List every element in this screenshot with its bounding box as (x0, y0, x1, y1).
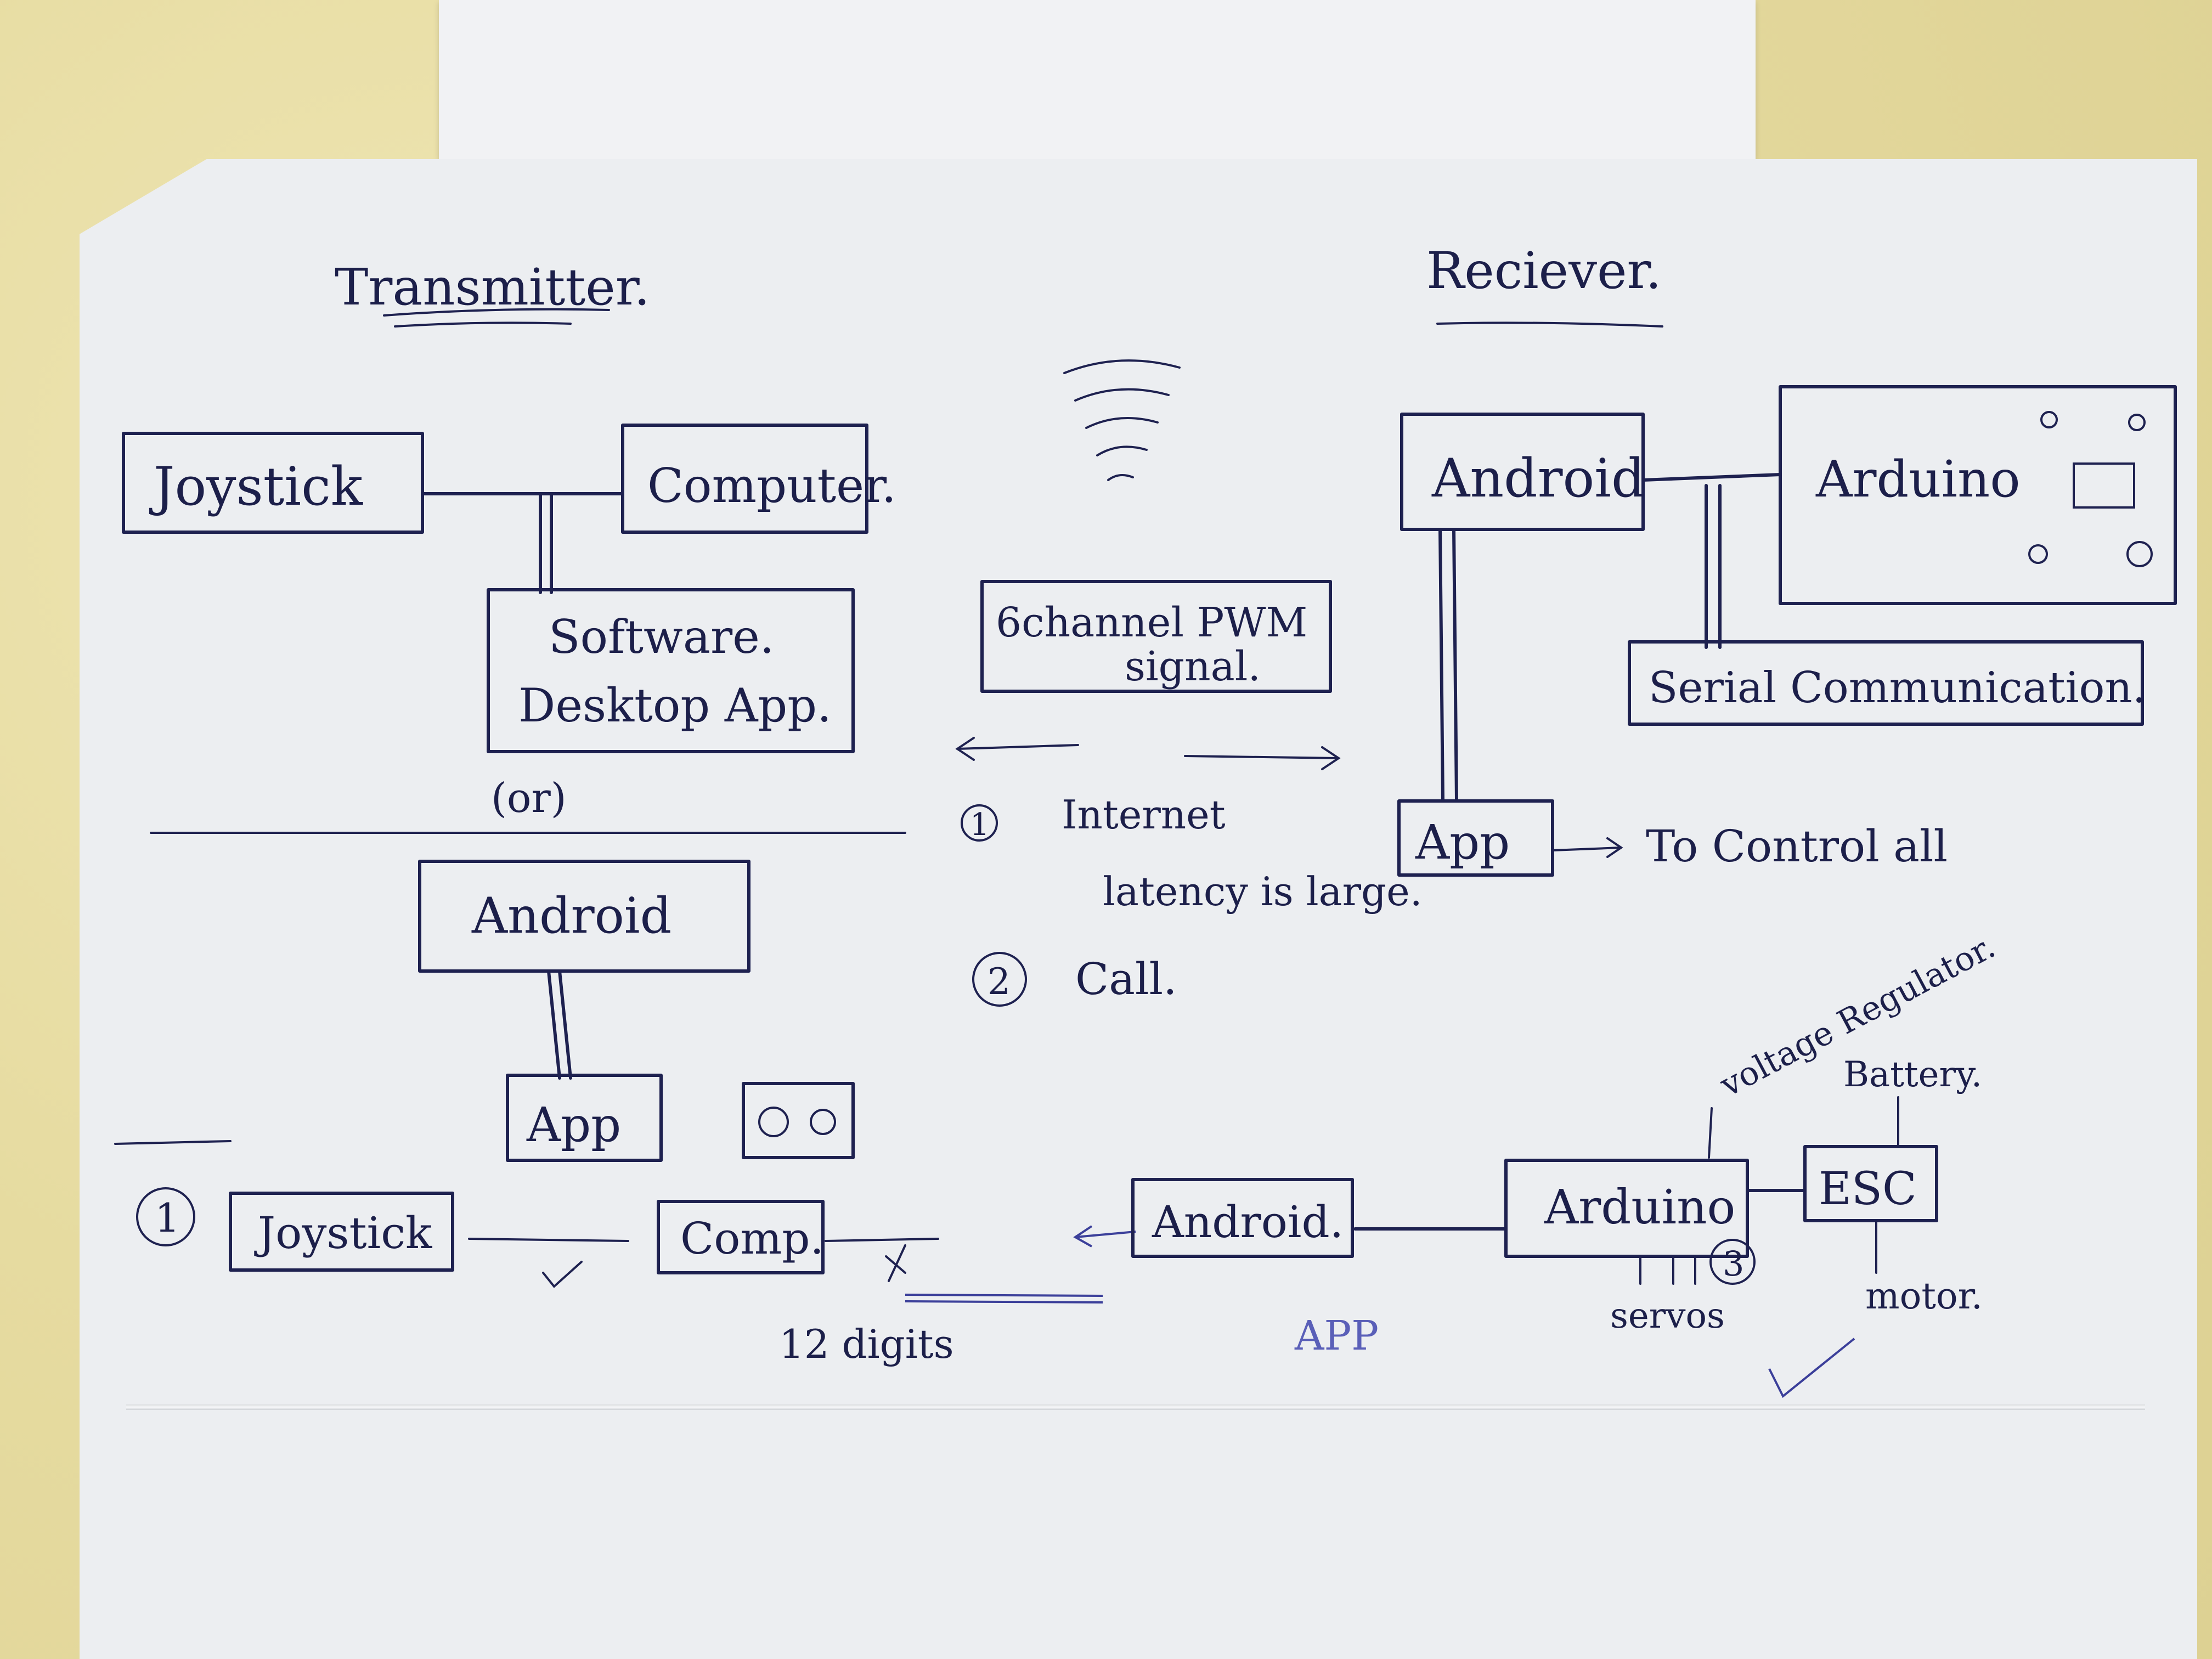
controller-stick-right (810, 1109, 836, 1135)
tx-app-label: App (526, 1098, 621, 1153)
bottom-divider (114, 1140, 232, 1145)
note1-line2: latency is large. (1103, 868, 1423, 915)
rx-app-box (1397, 799, 1554, 877)
receiver-underline (1436, 321, 1663, 328)
voltage-link (1708, 1107, 1713, 1159)
right-arrow-line (1184, 755, 1340, 759)
rx-arduino-box (1779, 385, 2177, 605)
bottom-joystick-label: Joystick (254, 1207, 433, 1259)
bottom-comp-box (657, 1200, 825, 1274)
blue-underline-b (905, 1300, 1103, 1304)
esc-label: ESC (1819, 1163, 1917, 1215)
or-label: (or) (491, 775, 567, 822)
cross-mark (885, 1244, 906, 1282)
software-label-line2: Desktop App. (518, 679, 832, 732)
transmitter-heading: Transmitter. (335, 258, 650, 317)
comp-out-arrow (825, 1238, 939, 1242)
bottom-android-label: Android. (1152, 1197, 1344, 1248)
wifi-arc-1 (1063, 359, 1181, 374)
app-control-arrowhead (1606, 837, 1623, 858)
paper-fold (126, 1404, 2145, 1410)
arduino-pin-1 (2040, 411, 2058, 428)
rx-android-label: Android (1431, 448, 1645, 509)
serial-box (1628, 640, 2144, 726)
bottom-arduino-box (1504, 1159, 1749, 1258)
computer-box (621, 424, 868, 534)
tx-android-app-link-a (547, 969, 561, 1080)
tx-app-box (506, 1074, 663, 1162)
arduino-pin-3 (2028, 544, 2048, 564)
bottom-comp-label: Comp. (680, 1213, 824, 1264)
controller-stick-left (758, 1107, 789, 1137)
wifi-arc-2 (1074, 388, 1170, 402)
blue-arrowhead (1073, 1225, 1093, 1248)
rx-arduino-label: Arduino (1815, 450, 2021, 509)
control-note: To Control all (1646, 821, 1948, 872)
note2-circle (972, 952, 1027, 1007)
background-paper-sheet (439, 0, 1756, 159)
controller-sketch (742, 1082, 855, 1159)
signal-label-line1: 6channel PWM (996, 599, 1307, 646)
android-arduino-link (1641, 473, 1782, 482)
bottom-num-circle (136, 1187, 195, 1246)
arduino-pin-2 (2128, 414, 2146, 431)
receiver-heading: Reciever. (1426, 241, 1662, 300)
bottom-app-label: APP (1294, 1312, 1379, 1359)
left-arrow-head (955, 737, 975, 761)
servos-label: servos (1610, 1296, 1725, 1336)
tx-android-app-link-b (558, 969, 572, 1080)
note2-number: 2 (988, 961, 1011, 1003)
blue-underline-a (905, 1294, 1103, 1297)
arduino-chip-sketch (2073, 462, 2135, 509)
software-box (487, 588, 855, 753)
tx-android-label: Android (471, 887, 672, 945)
check-mark-1 (542, 1261, 583, 1288)
app-control-arrow (1551, 847, 1622, 851)
android-app-link-b (1452, 528, 1458, 803)
wifi-arc-5 (1107, 474, 1134, 481)
note1-number: 1 (970, 807, 990, 843)
servo-count-circle (1709, 1239, 1756, 1285)
bottom-arduino-label: Arduino (1544, 1180, 1735, 1235)
bottom-android-box (1131, 1178, 1354, 1258)
computer-label: Computer. (647, 459, 896, 514)
rx-app-label: App (1415, 815, 1510, 870)
blue-arrow-line (1075, 1231, 1136, 1238)
joystick-comp-link (468, 1238, 629, 1242)
motor-label: motor. (1865, 1275, 1983, 1317)
servo-count: 3 (1723, 1244, 1744, 1284)
serial-label: Serial Communication. (1649, 663, 2146, 713)
wifi-arc-4 (1096, 445, 1148, 456)
transmitter-underline (383, 308, 610, 317)
left-arrow-line (956, 744, 1079, 750)
bottom-num: 1 (155, 1195, 180, 1241)
rx-android-box (1400, 413, 1645, 531)
software-label-line1: Software. (549, 610, 775, 664)
arduino-pin-4 (2126, 541, 2153, 567)
digits-label: 12 digits (779, 1321, 954, 1367)
joystick-box (122, 432, 424, 534)
android-app-link-a (1438, 528, 1444, 803)
signal-label-line2: signal. (1125, 643, 1261, 690)
transmitter-underline-2 (394, 321, 572, 328)
signal-box (980, 580, 1332, 693)
esc-box (1803, 1145, 1938, 1222)
wifi-arc-3 (1085, 417, 1159, 429)
joystick-label: Joystick (149, 456, 363, 517)
battery-label: Battery. (1843, 1054, 1982, 1095)
bottom-joystick-box (229, 1192, 454, 1272)
note1-line1: Internet (1062, 792, 1226, 838)
check-mark-2 (1768, 1338, 1855, 1398)
note2-text: Call. (1075, 953, 1177, 1005)
tx-android-box (418, 860, 751, 973)
right-arrow-head (1321, 746, 1341, 770)
note1-circle (961, 804, 998, 842)
